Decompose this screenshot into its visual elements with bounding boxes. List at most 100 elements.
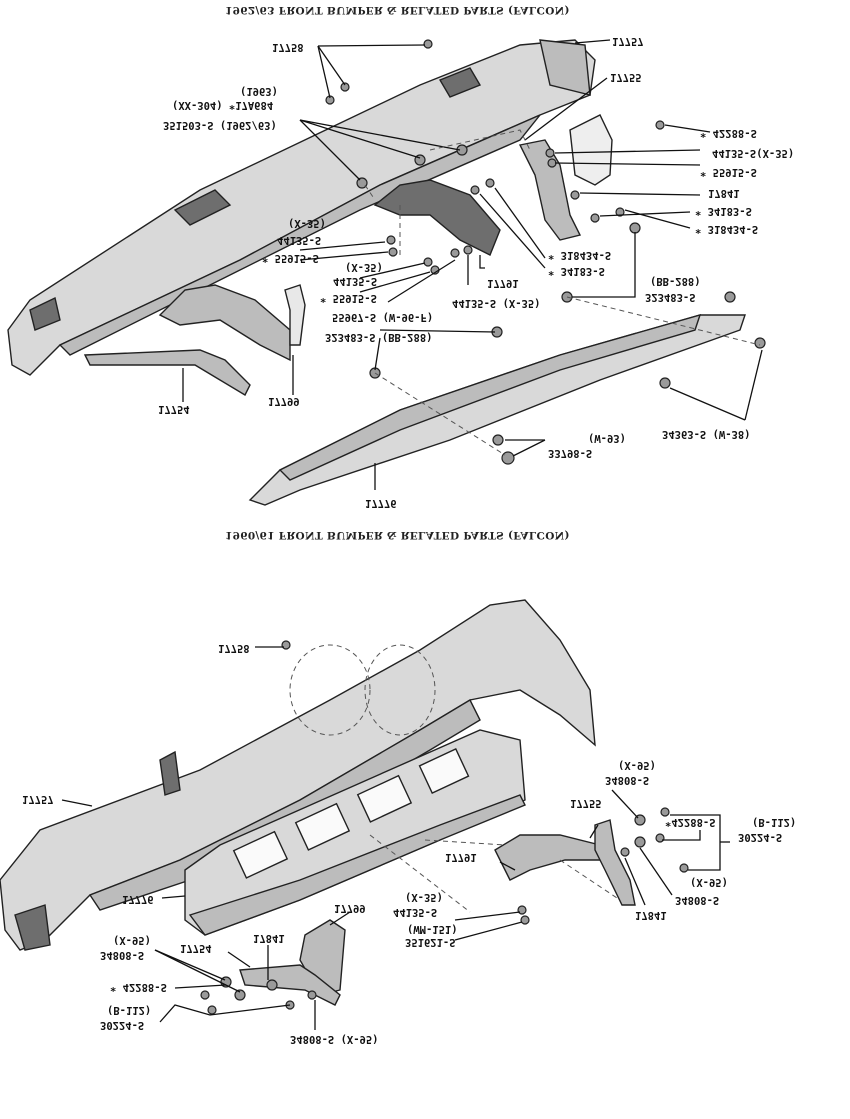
bolt-head-icon [281,640,291,650]
callout-17754: 17754 [158,403,190,415]
callouts-1962-63: 17758 (1963) (XX-304) *17A684 351503-S (… [158,35,794,509]
callout-55915-b: * 55915-S [320,292,377,304]
bolt-head-icon [200,990,210,1000]
dashed-guides-bottom [289,644,621,913]
nut-icon [520,915,530,925]
callout-323483-right: 323483-S [645,291,696,303]
callout-17776: 17776 [122,893,154,905]
callout-17799: 17799 [334,902,366,914]
callout-44135-b: 44135-S [333,275,377,287]
callout-note-bb288: (BB-288) [650,275,701,287]
washer-icon [234,989,246,1001]
nut-icon [620,847,630,857]
callout-17757: 17757 [612,35,644,47]
callout-55967: 55967-S (W-96-F) [332,311,433,323]
callout-34808-d: 34808-S (X-95) [290,1033,379,1045]
callout-318434-right: * 318434-S [695,223,758,235]
nut-icon [547,158,557,168]
callout-17841: 17841 [708,187,740,199]
nut-icon [356,177,368,189]
callout-34363: 34363-S (W-38) [662,428,751,440]
callout-55915-right: * 55915-S [700,166,757,178]
callout-17791: 17791 [445,851,477,863]
bolt-head-icon [207,1005,217,1015]
callout-351621: 351621-S [405,936,456,948]
callout-34808-b: 34808-S [675,894,719,906]
washer-icon [545,148,555,158]
reinforcement-plate [569,114,613,186]
callout-17757: 17757 [22,793,54,805]
callout-318434: * 318434-S [548,249,611,261]
bracket-17791-1960-61 [494,834,601,881]
callout-17799: 17799 [268,395,300,407]
callouts-1960-61: 17758 17757 17776 17755 (X-95) 34808-S *… [22,642,796,1045]
nut-icon [590,213,600,223]
callout-17755: 17755 [610,71,642,83]
gravel-deflector-1960-61 [184,729,526,936]
washer-icon [463,245,473,255]
callout-17754: 17754 [180,942,212,954]
callout-17776: 17776 [365,497,397,509]
bolt-head-icon [660,807,670,817]
nut-icon [450,248,460,258]
diagram-1960-61: 1960/61 FRONT BUMPER & RELATED PARTS (FA… [0,529,796,1045]
callout-33798: 33798-S [548,447,592,459]
callout-55915-a: * 55915-S [262,252,319,264]
callout-34808-a: 34808-S [605,774,649,786]
bolt-head-icon [724,291,736,303]
nut-icon [659,377,671,389]
bolt-head-icon [423,39,433,49]
nut-icon [492,434,504,446]
bolt-head-icon [655,120,665,130]
callout-351503: 351503-S (1962/63) [163,119,277,131]
callout-44135: 44135-S [393,906,437,918]
leader-lines-bottom [61,646,730,1030]
nut-icon [754,337,766,349]
front-bumper-1960-61 [0,599,596,951]
callout-30224-right: 30224-S [738,831,782,843]
callout-17841: 17841 [253,932,285,944]
diagram-title-1960-61: 1960/61 FRONT BUMPER & RELATED PARTS (FA… [225,529,570,541]
bracket-17799 [158,284,291,362]
washer-icon [386,235,396,245]
callout-44135-a: 44135-S [277,234,321,246]
gravel-deflector-lower-flange [278,313,702,481]
bracket-17791 [373,179,501,256]
callout-44135-x35: 44135-S(X-35) [712,147,794,159]
bolt-head-icon [655,833,665,843]
nut-icon [388,247,398,257]
callout-note-x35: (X-35) [405,891,443,903]
nut-icon [266,979,278,991]
lockwasher-icon [615,207,625,217]
diagram-1962-63: 1962/63 FRONT BUMPER & RELATED PARTS (FA… [7,4,794,509]
callout-note-x35-b: (X-35) [345,261,383,273]
bolt-head-icon [570,190,580,200]
diagram-title-1962-63: 1962/63 FRONT BUMPER & RELATED PARTS (FA… [225,4,570,16]
callout-17841-right: 17841 [635,909,667,921]
bolt-head-icon [629,222,641,234]
callout-note-x95-b: (X-95) [690,876,728,888]
bracket-17754 [83,349,251,396]
callout-17755: 17755 [570,797,602,809]
callout-17758: 17758 [218,642,250,654]
nut-icon [470,185,480,195]
callout-note-x35-a: (X-35) [288,217,326,229]
callout-34183-right: * 34183-S [695,205,752,217]
bracket-17755-1960-61 [594,819,636,906]
bracket-17799-strap [284,284,306,346]
washer-icon [634,836,646,848]
callout-emblem: (XX-304) *17A684 [172,99,273,111]
callout-42288-right: *42288-S [665,816,716,828]
callout-note-w93: (W-93) [588,432,626,444]
callout-note-b112-left: (B-112) [107,1004,151,1016]
washer-icon [517,905,527,915]
callout-34808-c: 34808-S [100,949,144,961]
dashed-guides-top [364,129,761,456]
washer-icon [423,257,433,267]
callout-note-x95-a: (X-95) [618,759,656,771]
leader-lines-top [182,39,763,490]
bolt-head-icon [485,178,495,188]
callout-44135-x35-c: 44135-S (X-35) [452,297,541,309]
callout-17758: 17758 [272,41,304,53]
